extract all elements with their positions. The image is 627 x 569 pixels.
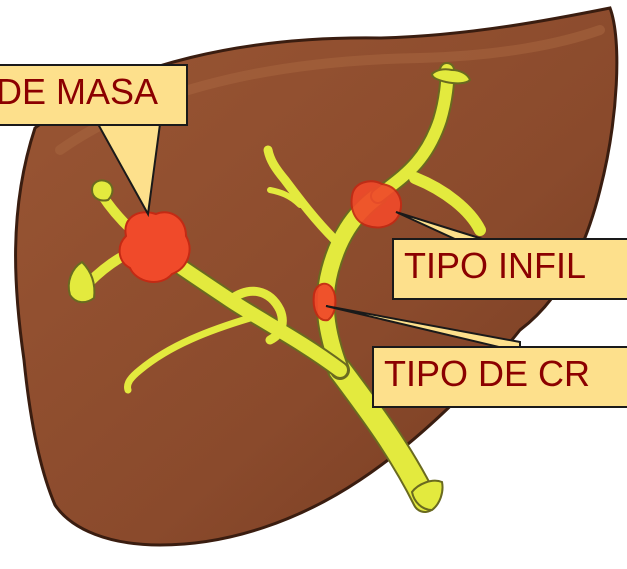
growth-type-label: TIPO DE CR [372,346,627,408]
growth-tumor [314,284,336,320]
infiltrating-type-label: TIPO INFIL [392,238,627,300]
infiltrating-tumor [352,181,402,227]
bile-duct-upper-left-end [92,180,113,200]
mass-type-label: DE MASA [0,64,188,126]
